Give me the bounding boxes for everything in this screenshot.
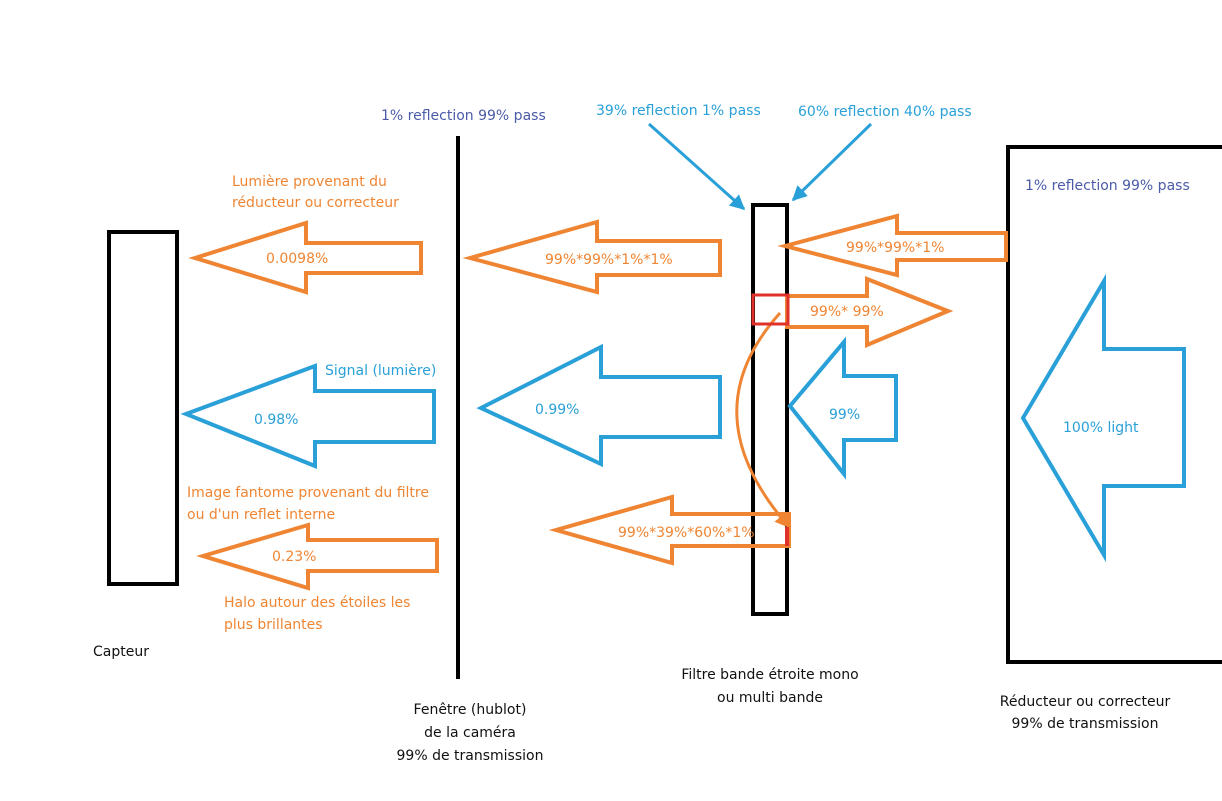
arrow-label-a7: 99% <box>829 407 860 423</box>
sensor-rect <box>107 230 179 586</box>
halo-note-line1: Halo autour des étoiles les <box>224 595 410 611</box>
arrow-halo <box>196 522 439 591</box>
reducer-label-line1: Réducteur ou correcteur <box>1000 694 1171 710</box>
filter-inner-reflection-label: 39% reflection 1% pass <box>596 103 761 119</box>
arrow-label-a2: 99%*99%*1%*1% <box>545 252 673 268</box>
arrow-filter-reflection-right <box>785 276 954 349</box>
filter-rect <box>751 203 789 616</box>
arrow-label-a8: 100% light <box>1063 420 1139 436</box>
arrow-signal <box>180 363 436 469</box>
arrow-label-a5: 0.98% <box>254 412 298 428</box>
signal-note: Signal (lumière) <box>325 363 436 379</box>
reducer-reflection-label: 1% reflection 99% pass <box>1025 178 1190 194</box>
filter-outer-reflection-label: 60% reflection 40% pass <box>798 104 972 120</box>
arrow-filter-reflection-left <box>777 213 1008 278</box>
ghost-note-line2: ou d'un reflet interne <box>187 507 335 523</box>
filter-label-line2: ou multi bande <box>717 690 823 706</box>
arrow-label-a10: 0.23% <box>272 549 316 565</box>
internal-reflection-curve <box>735 311 791 529</box>
red-marker-top <box>751 293 790 326</box>
window-label-line2: de la caméra <box>424 725 516 741</box>
pointer-arrow-outer <box>791 122 873 202</box>
ghost-note-line1: Image fantome provenant du filtre <box>187 485 429 501</box>
arrow-window-reflection <box>462 219 722 295</box>
window-label-line1: Fenêtre (hublot) <box>414 702 527 718</box>
arrow-window-pass <box>476 343 722 468</box>
arrow-source-light <box>1020 273 1186 563</box>
arrow-label-a3: 99%*99%*1% <box>846 240 944 256</box>
arrow-filter-pass <box>787 336 898 480</box>
arrow-label-a6: 0.99% <box>535 402 579 418</box>
arrow-label-a4: 99%* 99% <box>810 304 884 320</box>
reducer-light-note-line2: réducteur ou correcteur <box>232 195 399 211</box>
window-label-line3: 99% de transmission <box>397 748 544 764</box>
reducer-bracket <box>1006 145 1222 664</box>
reducer-light-note-line1: Lumière provenant du <box>232 174 387 190</box>
window-reflection-label: 1% reflection 99% pass <box>381 108 546 124</box>
reducer-label-line2: 99% de transmission <box>1012 716 1159 732</box>
arrow-label-a1: 0.0098% <box>266 251 328 267</box>
arrow-label-a9: 99%*39%*60%*1% <box>618 525 755 541</box>
pointer-arrow-inner <box>647 122 746 211</box>
arrow-reducer-light <box>188 220 423 295</box>
halo-note-line2: plus brillantes <box>224 617 323 633</box>
filter-label-line1: Filtre bande étroite mono <box>681 667 858 683</box>
sensor-label: Capteur <box>93 644 149 660</box>
